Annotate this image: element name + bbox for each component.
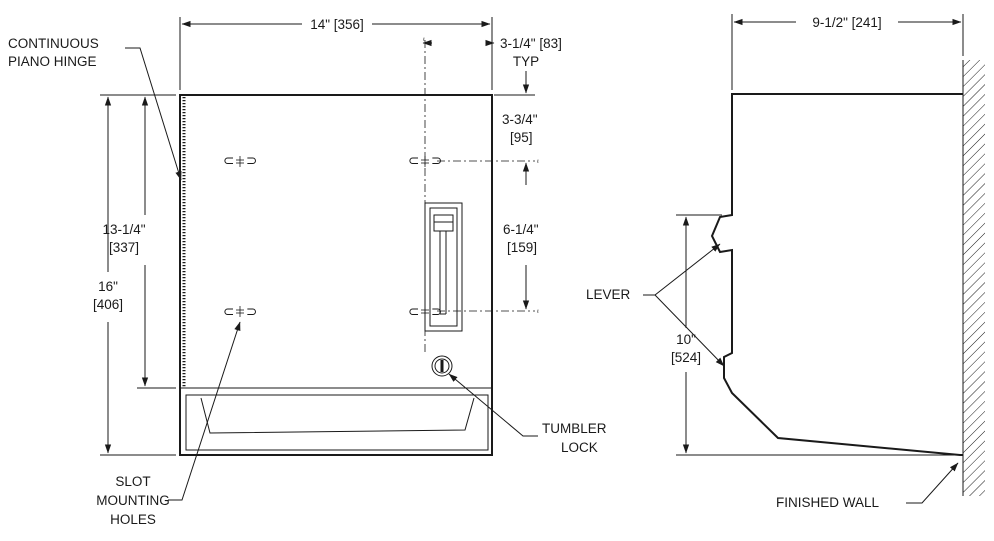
hole-spacing-dimension-metric: [159]: [507, 240, 537, 255]
side-profile-outline: [710, 93, 963, 456]
overall-height-dimension-value: 16": [98, 279, 118, 294]
centerline-mark-upper: ℓ: [537, 159, 539, 165]
svg-text:⊃: ⊃: [431, 153, 442, 168]
svg-text:⊂: ⊂: [223, 304, 234, 319]
hinge-leader: [125, 47, 182, 181]
lever-leader: [643, 243, 721, 296]
svg-text:⊃: ⊃: [246, 153, 257, 168]
finished-wall-label: FINISHED WALL: [776, 495, 880, 510]
bottom-compartment: [185, 394, 489, 451]
top-offset-dimension: 3-1/4" [83]: [500, 36, 562, 51]
tumbler-lock-icon: [431, 355, 453, 377]
hinge-label-line1: CONTINUOUS: [8, 36, 99, 51]
svg-text:⊃: ⊃: [431, 304, 442, 319]
inner-height-dimension-value: 13-1/4": [102, 222, 145, 237]
top-offset-typ: TYP: [513, 54, 539, 69]
slot-label-line3: HOLES: [110, 512, 156, 527]
sight-window-indicator: [433, 214, 454, 232]
lever-label: LEVER: [586, 287, 631, 302]
inner-height-dimension-metric: [337]: [109, 240, 139, 255]
tumbler-label-line1: TUMBLER: [542, 421, 607, 436]
top-to-holes-dimension-value: 3-3/4": [502, 112, 538, 127]
side-view: 9-1/2" [241] 10" [524] LEVER FINISHED WA…: [586, 14, 985, 510]
slot-mounting-hole-lower-left: ⊂⊃: [223, 304, 257, 319]
tumbler-leader: [448, 373, 538, 437]
finished-wall-leader: [906, 462, 959, 504]
hole-spacing-dimension-value: 6-1/4": [503, 222, 539, 237]
svg-text:⊃: ⊃: [246, 304, 257, 319]
lever-height-dimension-metric: [524]: [671, 350, 701, 365]
lever-leader-lower: [654, 294, 725, 367]
towel-opening: [200, 397, 475, 434]
lever-height-dimension-value: 10": [676, 332, 696, 347]
slot-leader: [168, 321, 241, 501]
front-cabinet-outline: [179, 94, 493, 456]
svg-text:⊂: ⊂: [223, 153, 234, 168]
tumbler-label-line2: LOCK: [561, 440, 598, 455]
centerline-mark-lower: ℓ: [537, 309, 539, 315]
slot-label-line2: MOUNTING: [96, 493, 170, 508]
sight-window-inner: [429, 207, 458, 327]
finished-wall-hatch: [963, 60, 985, 496]
depth-dimension: 9-1/2" [241]: [812, 15, 881, 30]
svg-text:⊂: ⊂: [408, 304, 419, 319]
slot-label-line1: SLOT: [115, 474, 150, 489]
overall-width-dimension: 14" [356]: [310, 17, 364, 32]
top-to-holes-dimension-metric: [95]: [510, 130, 533, 145]
overall-height-dimension-metric: [406]: [93, 297, 123, 312]
front-view: ⊂⊃ ⊂⊃ ⊂⊃ ⊂⊃ ℓ ℓ ℓ: [8, 17, 607, 527]
slot-mounting-hole-upper-left: ⊂⊃: [223, 153, 257, 168]
hinge-label-line2: PIANO HINGE: [8, 54, 97, 69]
svg-text:⊂: ⊂: [408, 153, 419, 168]
